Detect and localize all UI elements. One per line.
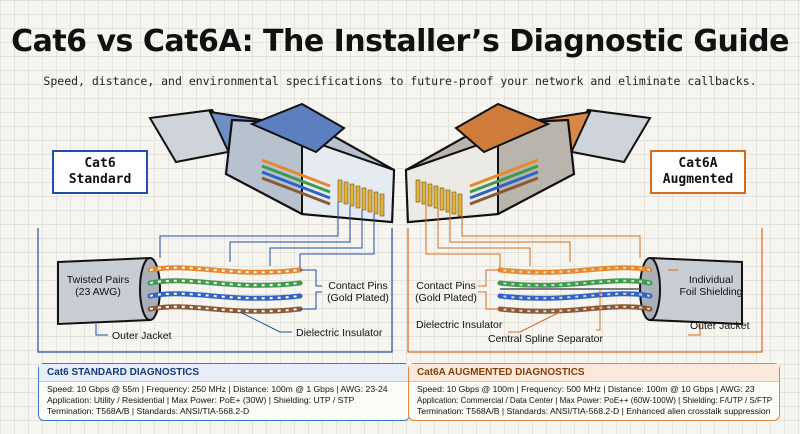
cat6a-diagnostics-heading: Cat6A AUGMENTED DIAGNOSTICS <box>409 364 779 382</box>
cat6-outer-jacket-label: Outer Jacket <box>112 330 172 342</box>
cat6-twisted-pairs-line-2: (23 AWG) <box>52 286 144 298</box>
cat6-diagnostics-panel: Cat6 STANDARD DIAGNOSTICS Speed: 10 Gbps… <box>38 363 410 421</box>
cat6a-diagnostics-row-3: Termination: T568A/B | Standards: ANSI/T… <box>417 406 771 417</box>
cat6a-tag-line-1: Cat6A <box>652 156 744 172</box>
cat6a-outer-jacket-label: Outer Jacket <box>690 320 750 332</box>
cat6a-contact-pins-line-1: Contact Pins <box>408 280 484 292</box>
cat6a-contact-pins-line-2: (Gold Plated) <box>408 292 484 304</box>
cat6-tag: Cat6 Standard <box>52 150 148 194</box>
cat6-diagnostics-row-2: Application: Utility / Residential | Max… <box>47 395 354 406</box>
cat6a-connector <box>406 104 650 222</box>
cat6-twisted-pairs-line-1: Twisted Pairs <box>52 274 144 286</box>
cat6a-contact-pins-label: Contact Pins (Gold Plated) <box>408 280 484 304</box>
cat6-contact-pins-line-2: (Gold Plated) <box>318 292 398 304</box>
cat6a-diagnostics-row-2: Application: Commercial / Data Center | … <box>417 395 772 406</box>
cat6-connector <box>150 104 394 222</box>
cat6-dielectric-insulator-label: Dielectric Insulator <box>296 327 382 339</box>
cat6-diagnostics-row-3: Termination: T568A/B | Standards: ANSI/T… <box>47 406 249 417</box>
cat6a-spline-separator-label: Central Spline Separator <box>488 333 603 345</box>
cat6-tag-line-1: Cat6 <box>54 156 146 172</box>
cat6-contact-pins-label: Contact Pins (Gold Plated) <box>318 280 398 304</box>
cat6-tag-line-2: Standard <box>54 172 146 188</box>
cat6a-diagnostics-row-1: Speed: 10 Gbps @ 100m | Frequency: 500 M… <box>417 384 755 395</box>
cat6-twisted-pairs-label: Twisted Pairs (23 AWG) <box>52 274 144 298</box>
cat6a-foil-shielding-line-1: Individual <box>670 274 752 286</box>
cat6a-tag: Cat6A Augmented <box>650 150 746 194</box>
cat6a-foil-shielding-label: Individual Foil Shielding <box>670 274 752 298</box>
cat6-diagnostics-row-1: Speed: 10 Gbps @ 55m | Frequency: 250 MH… <box>47 384 388 395</box>
cat6-contact-pins-line-1: Contact Pins <box>318 280 398 292</box>
cat6a-dielectric-insulator-label: Dielectric Insulator <box>416 319 502 331</box>
cat6a-foil-shielding-line-2: Foil Shielding <box>670 286 752 298</box>
cat6-diagnostics-heading: Cat6 STANDARD DIAGNOSTICS <box>39 364 409 382</box>
cat6a-diagnostics-panel: Cat6A AUGMENTED DIAGNOSTICS Speed: 10 Gb… <box>408 363 780 421</box>
cat6a-tag-line-2: Augmented <box>652 172 744 188</box>
